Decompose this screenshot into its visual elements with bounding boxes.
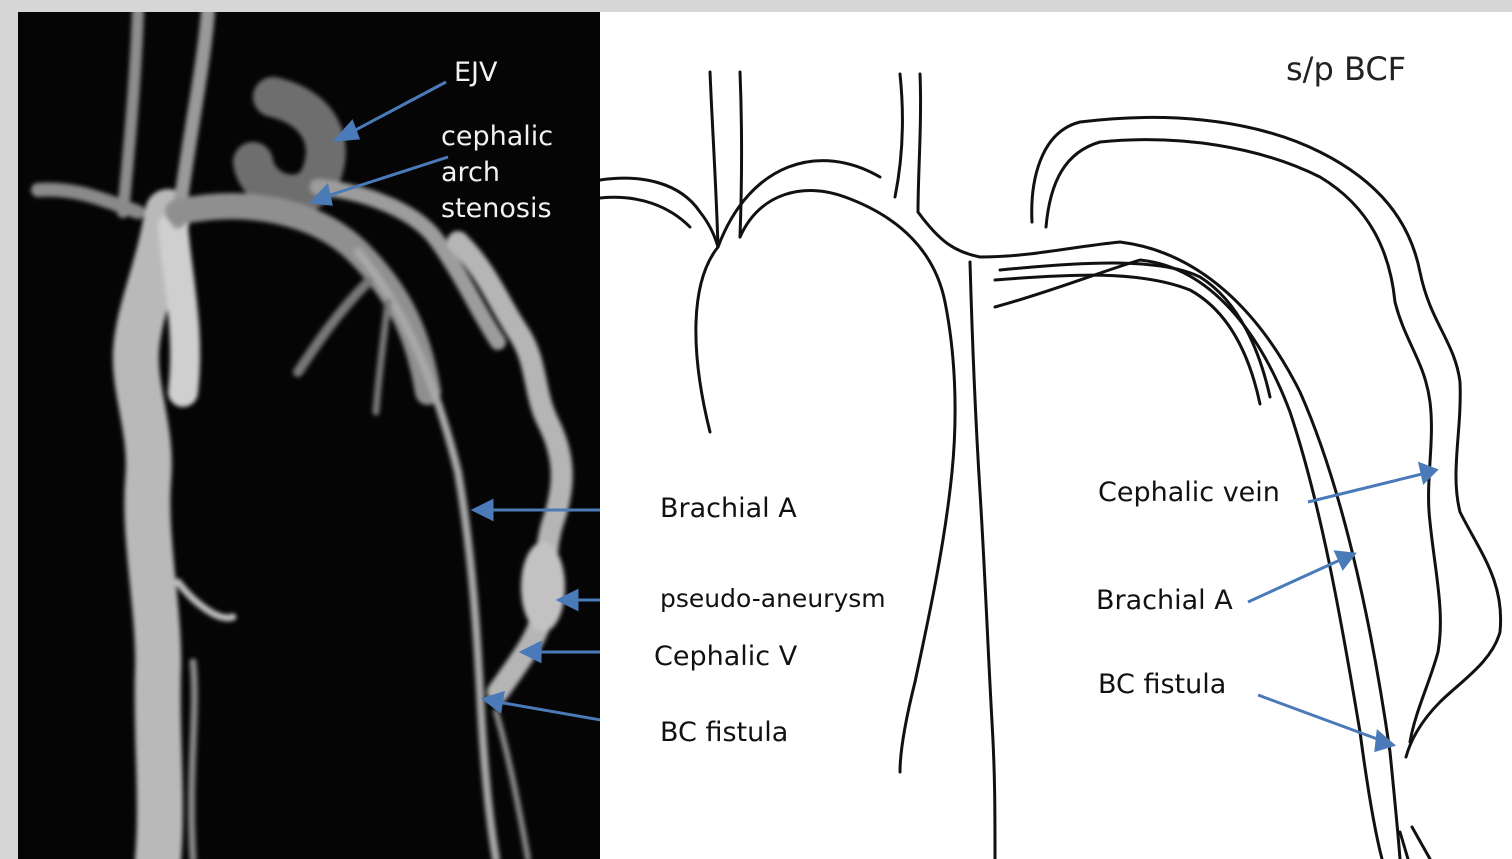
label-stenosis: stenosis [441, 192, 552, 226]
label-brachial-a-middle: Brachial A [660, 492, 797, 526]
figure: EJV cephalic arch stenosis [18, 12, 1512, 859]
label-cephalic: cephalic [441, 120, 553, 154]
label-cephalic-v: Cephalic V [654, 640, 797, 674]
label-bc-fistula-right: BC fistula [1098, 668, 1226, 702]
mr-angiogram-image: EJV cephalic arch stenosis [18, 12, 600, 859]
label-pseudo-aneurysm: pseudo-aneurysm [660, 582, 886, 616]
label-arch: arch [441, 156, 500, 190]
figure-title: s/p BCF [1286, 50, 1406, 88]
label-brachial-a-right: Brachial A [1096, 584, 1233, 618]
label-cephalic-vein: Cephalic vein [1098, 476, 1280, 510]
label-ejv: EJV [454, 56, 498, 90]
label-bc-fistula-middle: BC fistula [660, 716, 788, 750]
